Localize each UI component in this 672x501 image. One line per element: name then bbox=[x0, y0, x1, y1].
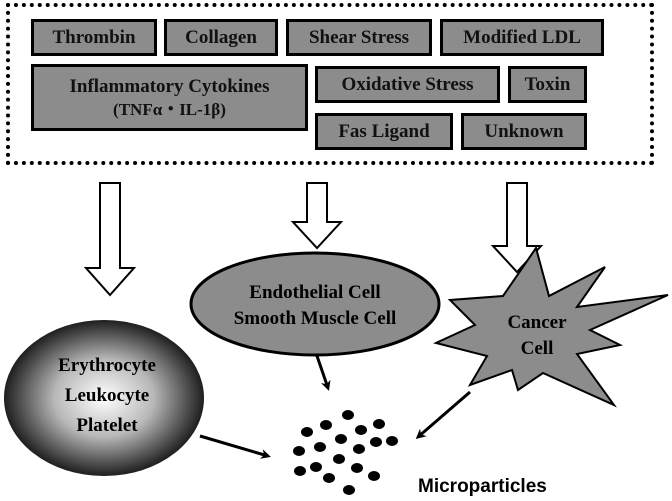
stimuli-frame bbox=[6, 3, 654, 165]
microparticle-dot bbox=[335, 434, 347, 444]
microparticle-dot bbox=[353, 444, 365, 454]
blood-cell-line1: Erythrocyte bbox=[58, 355, 156, 376]
cancer-cell-line2: Cell bbox=[521, 338, 554, 359]
arrow-blood-to-microparticles bbox=[199, 434, 271, 459]
microparticles-label: Microparticles bbox=[418, 476, 547, 497]
block-arrow-center bbox=[290, 182, 344, 250]
cytokine-examples-label: (TNFα・IL-1β) bbox=[113, 99, 226, 119]
arrow-cancer-to-microparticles bbox=[415, 390, 471, 439]
microparticle-dot bbox=[323, 473, 335, 483]
cancer-cell-line1: Cancer bbox=[507, 312, 567, 333]
toxin-box: Toxin bbox=[508, 66, 587, 103]
vascular-cell-line2: Smooth Muscle Cell bbox=[234, 308, 397, 329]
microparticle-dot bbox=[343, 485, 355, 495]
microparticle-dot bbox=[368, 471, 380, 481]
block-arrow-left bbox=[83, 182, 137, 297]
unknown-box: Unknown bbox=[461, 113, 587, 150]
collagen-box: Collagen bbox=[164, 19, 278, 56]
collagen-label: Collagen bbox=[185, 26, 257, 48]
microparticle-dot bbox=[293, 446, 305, 456]
blood-cell-sphere bbox=[4, 320, 204, 476]
inflammatory-cytokines-box: Inflammatory Cytokines (TNFα・IL-1β) bbox=[31, 64, 308, 131]
unknown-label: Unknown bbox=[484, 120, 564, 142]
microparticle-dot bbox=[314, 442, 326, 452]
shear-stress-box: Shear Stress bbox=[286, 19, 432, 56]
thrombin-box: Thrombin bbox=[31, 19, 157, 56]
modified-ldl-label: Modified LDL bbox=[463, 26, 581, 48]
thrombin-label: Thrombin bbox=[52, 26, 136, 48]
microparticle-dot bbox=[310, 462, 322, 472]
blood-cell-line3: Platelet bbox=[76, 415, 138, 436]
cancer-cell-starburst bbox=[433, 245, 669, 408]
vascular-cell-ellipse bbox=[189, 251, 441, 357]
microparticle-dot bbox=[351, 463, 363, 473]
microparticle-dot bbox=[294, 466, 306, 476]
toxin-label: Toxin bbox=[524, 73, 571, 95]
microparticle-dot bbox=[342, 410, 354, 420]
inflammatory-cytokines-label: Inflammatory Cytokines bbox=[69, 76, 270, 97]
vascular-cell-line1: Endothelial Cell bbox=[249, 282, 380, 303]
fas-ligand-box: Fas Ligand bbox=[315, 113, 453, 150]
oxidative-stress-box: Oxidative Stress bbox=[315, 66, 500, 103]
microparticle-dot bbox=[370, 437, 382, 447]
microparticle-dot bbox=[301, 427, 313, 437]
oxidative-stress-label: Oxidative Stress bbox=[341, 73, 474, 95]
microparticle-dot bbox=[386, 436, 398, 446]
microparticle-dot bbox=[373, 419, 385, 429]
arrow-vascular-to-microparticles bbox=[315, 355, 331, 391]
microparticle-cluster bbox=[293, 410, 398, 495]
microparticle-dot bbox=[320, 420, 332, 430]
modified-ldl-box: Modified LDL bbox=[440, 19, 604, 56]
shear-stress-label: Shear Stress bbox=[308, 26, 410, 48]
microparticle-dot bbox=[333, 454, 345, 464]
blood-cell-line2: Leukocyte bbox=[65, 385, 149, 406]
microparticle-dot bbox=[355, 425, 367, 435]
fas-ligand-label: Fas Ligand bbox=[338, 120, 430, 142]
